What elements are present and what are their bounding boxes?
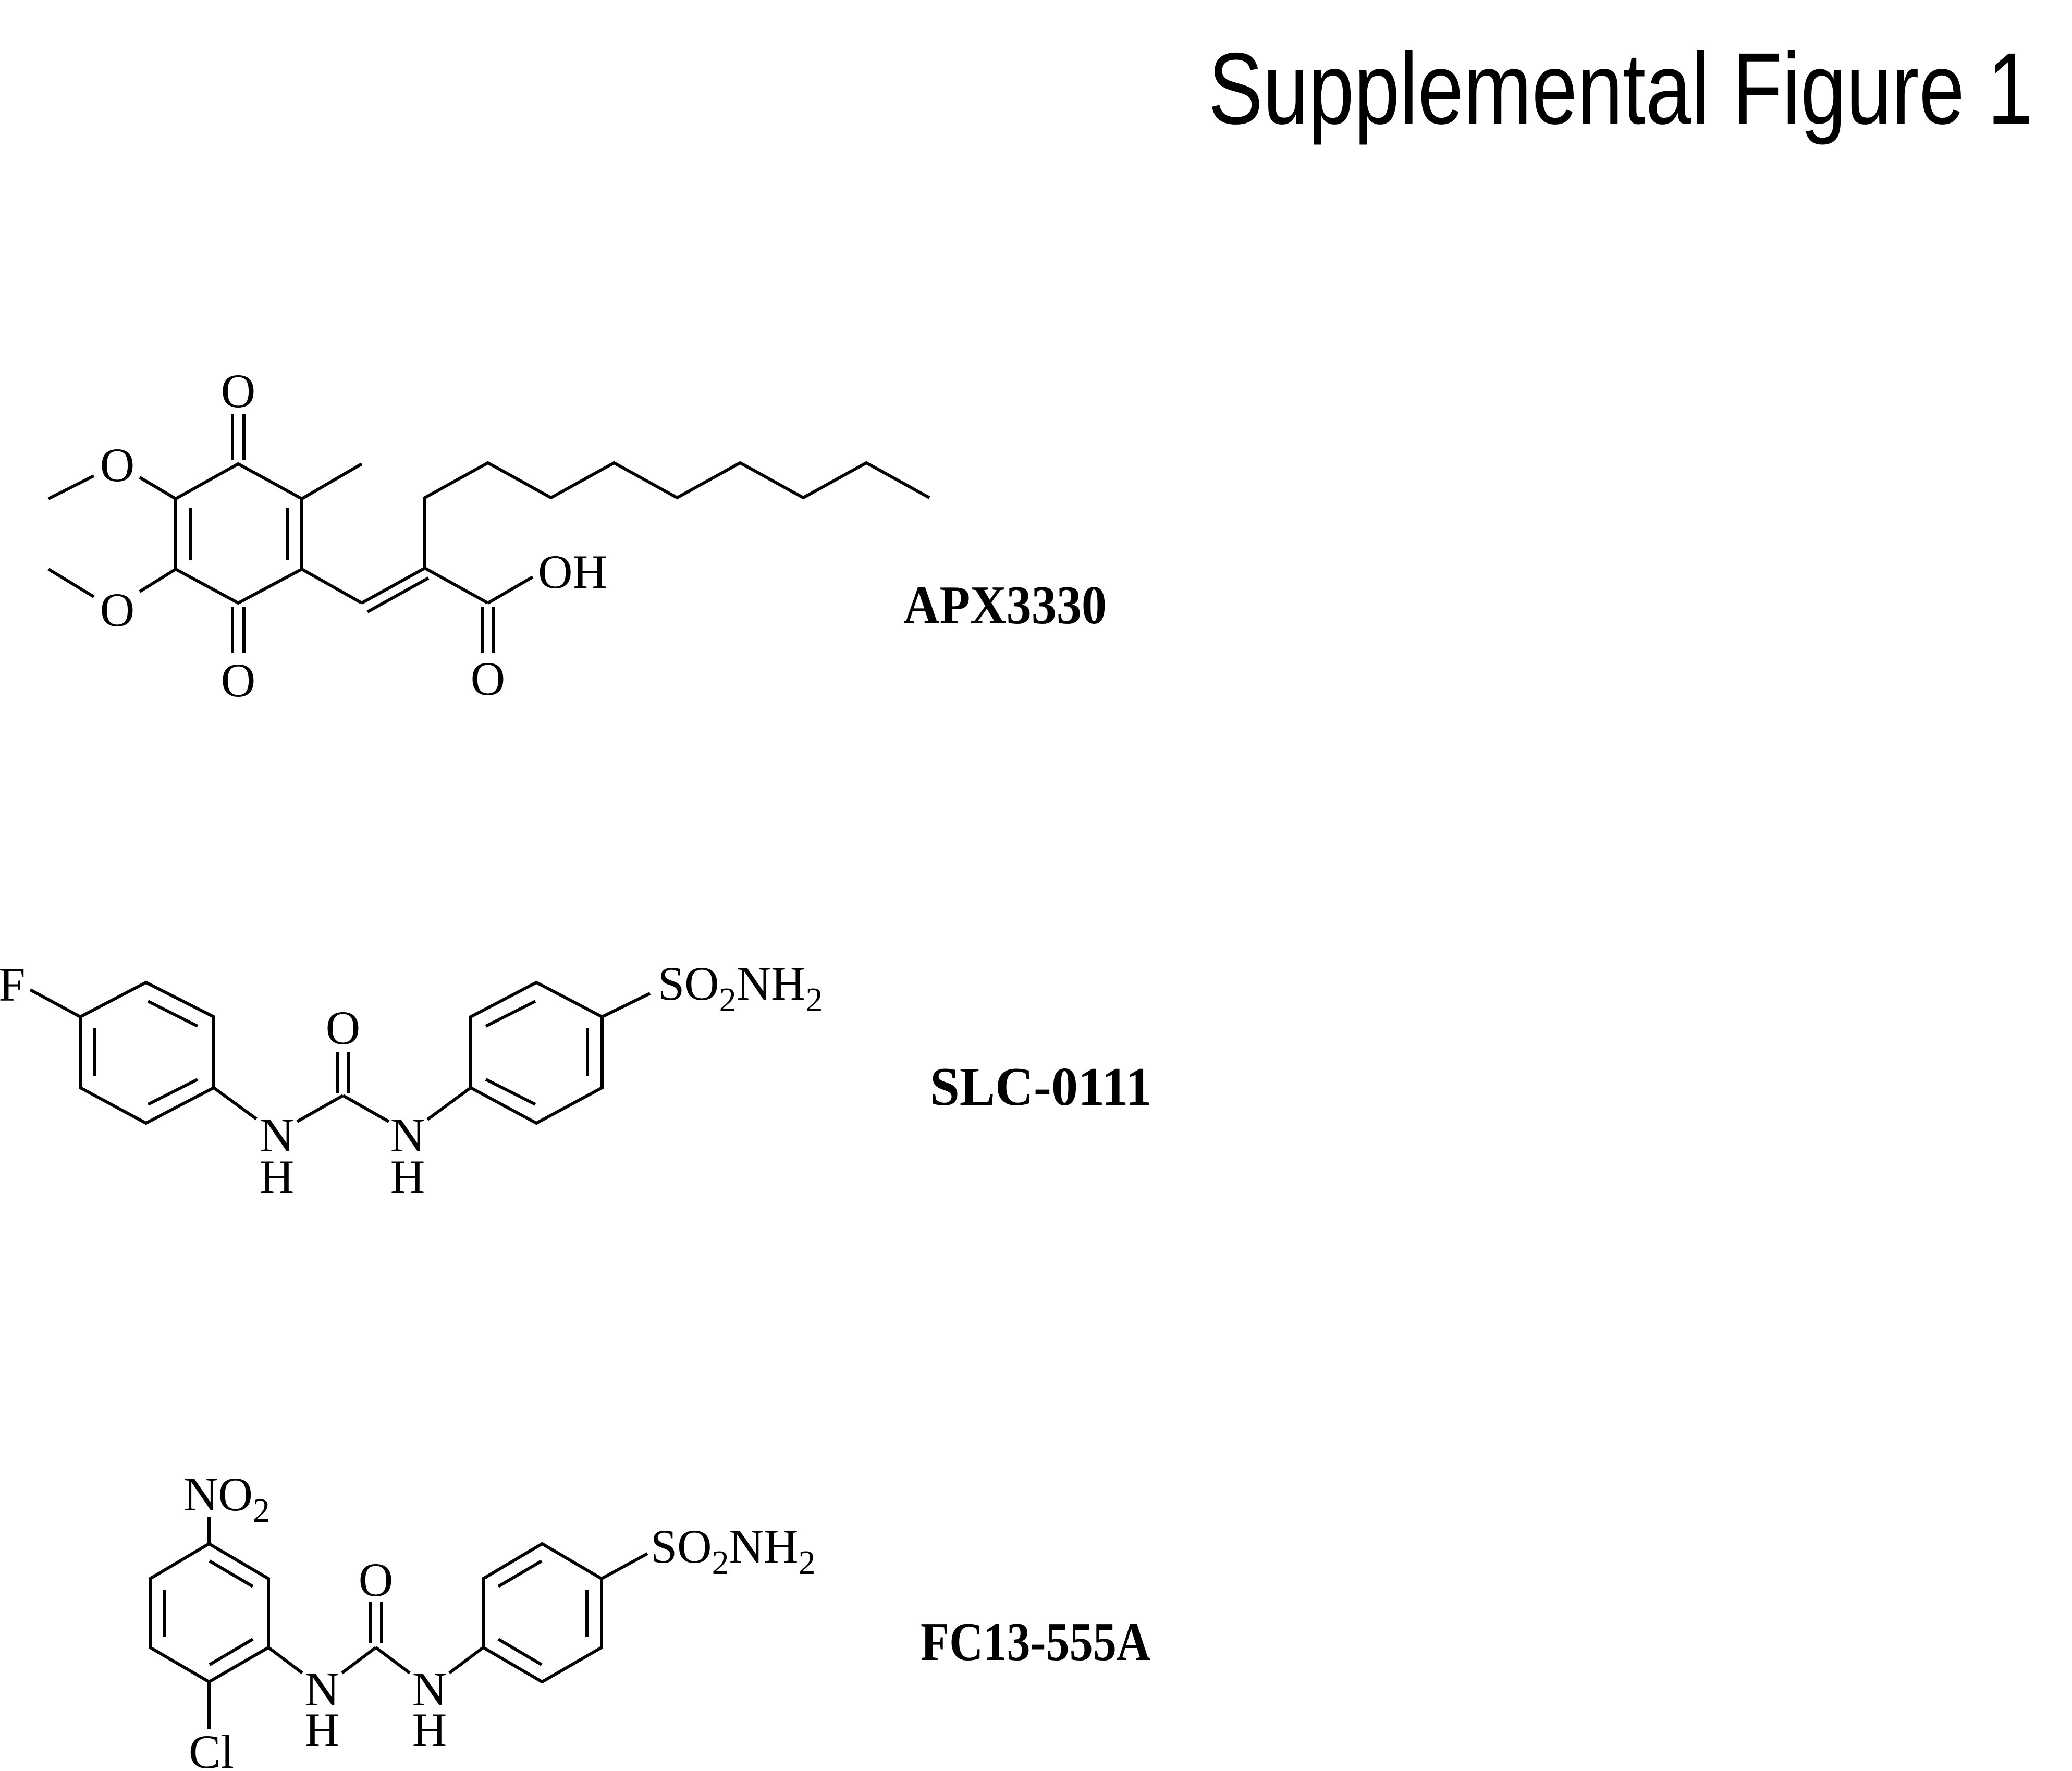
slc0111-urea-h-left-label: H — [260, 1150, 294, 1203]
apx3330-double-bond-lines — [189, 414, 495, 653]
structure-slc0111: F N H O N H SO2NH2 SLC-0111 — [0, 957, 1152, 1203]
apx3330-compound-label: APX3330 — [903, 574, 1107, 635]
slc0111-compound-label: SLC-0111 — [930, 1056, 1152, 1117]
fc13555a-compound-label: FC13-555A — [921, 1611, 1150, 1672]
slc0111-fluorine-label: F — [0, 958, 26, 1011]
slc0111-urea-o-label: O — [326, 1001, 360, 1054]
apx3330-methoxy-bottom-o-label: O — [100, 583, 134, 636]
fc13555a-sulfonamide-label: SO2NH2 — [651, 1520, 816, 1582]
figure-title: Supplemental Figure 1 — [1208, 32, 2033, 145]
fc13555a-skeleton-bonds — [149, 1517, 648, 1729]
fc13555a-double-bond-lines — [163, 1559, 589, 1666]
apx3330-skeleton-bonds — [47, 461, 930, 605]
fc13555a-chloro-label: Cl — [189, 1725, 234, 1771]
structure-fc13555a: NO2 Cl N H O N H SO2NH2 FC13-555A — [149, 1468, 1150, 1771]
apx3330-methoxy-top-o-label: O — [100, 438, 134, 491]
apx3330-hydroxyl-label: OH — [538, 545, 607, 598]
apx3330-ketone-bottom-o-label: O — [221, 654, 255, 707]
slc0111-sulfonamide-label: SO2NH2 — [658, 957, 823, 1019]
slc0111-urea-n-right-label: N — [390, 1109, 425, 1162]
fc13555a-urea-n-right-label: N — [412, 1663, 447, 1716]
apx3330-ketone-top-o-label: O — [221, 364, 255, 417]
slc0111-urea-n-left-label: N — [260, 1109, 294, 1162]
slc0111-skeleton-bonds — [29, 980, 651, 1125]
fc13555a-urea-h-left-label: H — [305, 1703, 339, 1756]
slc0111-urea-h-right-label: H — [390, 1150, 425, 1203]
slc0111-double-bond-lines — [93, 1000, 589, 1106]
fc13555a-nitro-label: NO2 — [183, 1468, 270, 1530]
fc13555a-urea-n-left-label: N — [305, 1663, 339, 1716]
fc13555a-urea-o-label: O — [359, 1553, 393, 1606]
apx3330-carboxyl-o-label: O — [471, 652, 505, 705]
fc13555a-urea-h-right-label: H — [412, 1703, 447, 1756]
structure-apx3330: O O O O O OH APX3330 — [47, 364, 1107, 707]
